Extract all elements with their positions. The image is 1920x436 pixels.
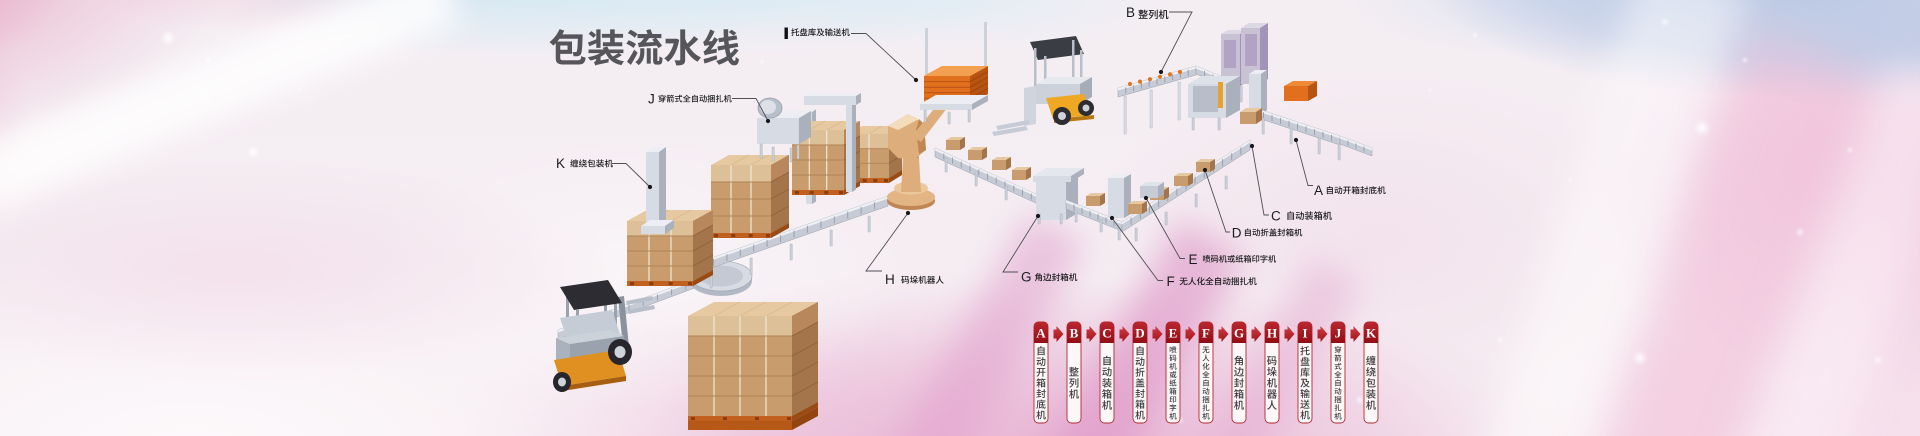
svg-text:B: B bbox=[1126, 5, 1135, 20]
svg-text:H: H bbox=[1267, 326, 1277, 341]
svg-text:I: I bbox=[1302, 326, 1307, 341]
svg-text:A: A bbox=[1314, 183, 1323, 198]
svg-text:D: D bbox=[1232, 226, 1242, 241]
svg-text:F: F bbox=[1202, 326, 1210, 341]
svg-text:D: D bbox=[1135, 326, 1144, 341]
svg-text:J: J bbox=[1335, 326, 1342, 341]
svg-text:C: C bbox=[1102, 326, 1111, 341]
svg-text:K: K bbox=[556, 156, 565, 171]
svg-text:H: H bbox=[885, 272, 895, 287]
svg-text:E: E bbox=[1189, 252, 1198, 267]
svg-text:A: A bbox=[1036, 326, 1046, 341]
svg-text:G: G bbox=[1234, 326, 1244, 341]
svg-text:C: C bbox=[1271, 209, 1281, 224]
svg-text:F: F bbox=[1167, 274, 1175, 289]
svg-text:G: G bbox=[1021, 270, 1032, 285]
svg-text:J: J bbox=[648, 92, 655, 107]
svg-text:E: E bbox=[1169, 326, 1178, 341]
svg-text:K: K bbox=[1366, 326, 1377, 341]
svg-text:B: B bbox=[1070, 326, 1079, 341]
